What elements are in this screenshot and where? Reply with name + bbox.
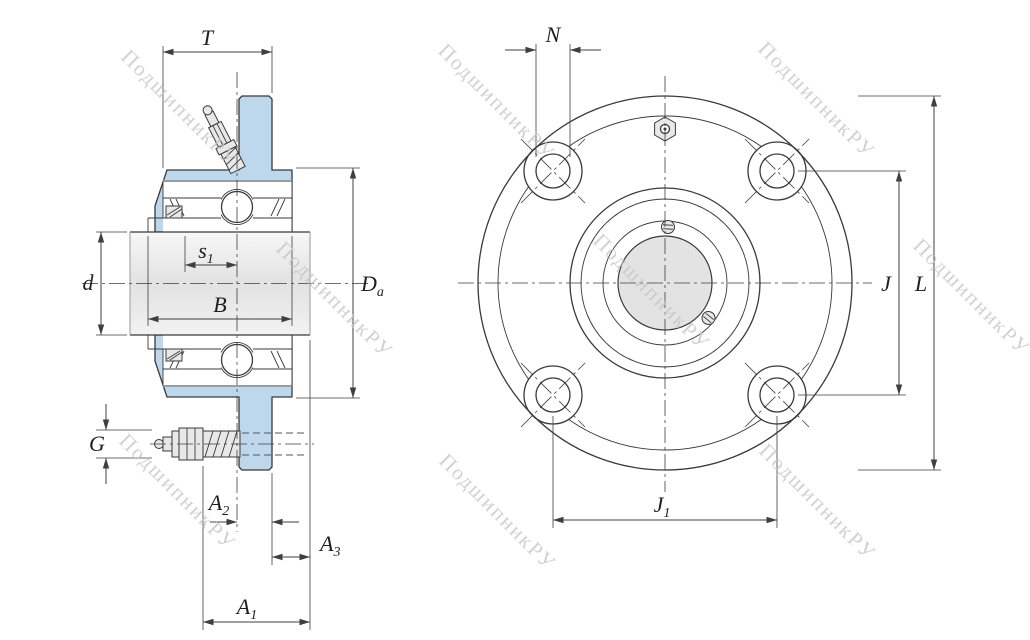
- dimensions: T d s1 B Da G: [83, 22, 941, 630]
- watermark-text: ПодшипникРУ: [116, 45, 243, 172]
- grease-fitting-bottom: [150, 427, 314, 461]
- dim-label-J1: J1: [654, 492, 671, 521]
- watermark-text: ПодшипникРУ: [433, 39, 560, 166]
- dimension-J1: J1: [552, 416, 778, 528]
- dimension-d: d: [83, 231, 127, 336]
- dimension-A1: A1: [202, 466, 310, 630]
- dimension-Da: Da: [296, 167, 384, 399]
- dimension-L: L: [858, 95, 941, 471]
- dimension-N: N: [505, 22, 601, 157]
- bearing-bottom: [147, 335, 293, 387]
- dimension-B: B: [147, 236, 293, 326]
- right-view-front: [458, 76, 872, 492]
- dim-label-d: d: [83, 270, 95, 295]
- set-screw-front-top: [661, 220, 675, 234]
- dim-label-N: N: [545, 22, 562, 47]
- dim-label-L: L: [914, 271, 927, 296]
- dim-label-A2: A2: [207, 490, 229, 519]
- dimension-G: G: [89, 404, 152, 484]
- watermark-text: ПодшипникРУ: [908, 234, 1030, 361]
- set-screw-front-side: [701, 311, 716, 325]
- dimension-A2: A2: [207, 473, 299, 565]
- dim-label-Da: Da: [360, 271, 384, 300]
- dim-label-J: J: [881, 271, 892, 296]
- dim-label-G: G: [89, 431, 105, 456]
- watermark-text: ПодшипникРУ: [754, 439, 881, 566]
- bearing-top: [147, 180, 293, 232]
- dim-label-s1: s1: [198, 238, 214, 267]
- dimension-s1: s1: [184, 236, 237, 272]
- dimension-J: J: [798, 170, 906, 396]
- dimension-T: T: [162, 25, 273, 168]
- set-screw-bottom: [165, 348, 183, 362]
- dimension-A3: A3: [272, 340, 340, 630]
- set-screw-top: [165, 205, 183, 219]
- watermark-text: ПодшипникРУ: [434, 449, 561, 576]
- nipple-ball-tip: [202, 105, 213, 116]
- dim-label-B: B: [213, 292, 226, 317]
- dim-label-A3: A3: [318, 531, 340, 560]
- dim-label-T: T: [201, 25, 215, 50]
- grease-fitting-top: [202, 105, 246, 175]
- dim-label-A1: A1: [235, 594, 257, 623]
